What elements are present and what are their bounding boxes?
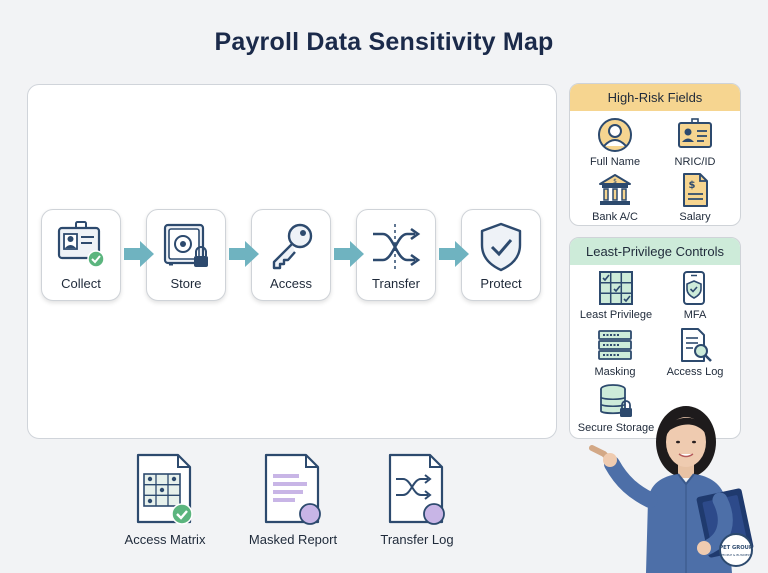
id-card-icon [678, 118, 712, 148]
step-label: Access [270, 276, 312, 291]
doc-access-matrix[interactable]: Access Matrix [100, 452, 230, 547]
step-label: Protect [480, 276, 522, 291]
field-salary[interactable]: $ Salary [660, 172, 730, 223]
step-access[interactable]: Access [251, 209, 331, 301]
safe-lock-icon [163, 223, 208, 267]
step-transfer[interactable]: Transfer [356, 209, 436, 301]
flow-arrow-icon [229, 241, 259, 267]
control-access-log[interactable]: Access Log [660, 327, 730, 378]
bank-icon: $ [599, 174, 631, 205]
control-least-privilege[interactable]: Least Privilege [576, 270, 656, 321]
log-search-icon [681, 328, 712, 362]
person-icon [598, 118, 632, 152]
control-masking[interactable]: Masking [580, 327, 650, 378]
id-badge-check-icon [57, 221, 105, 268]
controls-panel: Least-Privilege Controls Least Privilege… [569, 237, 741, 439]
badge-subtext: PEOPLE & BUSINESS [721, 553, 752, 557]
controls-title: Least-Privilege Controls [570, 238, 740, 265]
step-protect[interactable]: Protect [461, 209, 541, 301]
step-collect[interactable]: Collect [41, 209, 121, 301]
field-full-name[interactable]: Full Name [580, 117, 650, 168]
access-matrix-doc-icon [136, 453, 193, 525]
high-risk-title: High-Risk Fields [570, 84, 740, 111]
step-label: Transfer [372, 276, 420, 291]
field-nric-id[interactable]: NRIC/ID [660, 117, 730, 168]
key-icon [272, 223, 313, 270]
control-mfa[interactable]: MFA [660, 270, 730, 321]
badge-text: PET GROUP [719, 545, 753, 551]
salary-document-icon: $ [683, 173, 708, 207]
masked-report-doc-icon [264, 453, 321, 525]
field-bank-ac[interactable]: $ Bank A/C [580, 172, 650, 223]
step-label: Collect [61, 276, 101, 291]
shuffle-arrows-icon [373, 224, 421, 270]
presenter-illustration: PET GROUP PEOPLE & BUSINESS [589, 406, 754, 573]
step-label: Store [170, 276, 202, 291]
masking-bars-icon [598, 330, 632, 360]
database-lock-icon [600, 384, 632, 417]
flow-arrow-icon [439, 241, 469, 267]
phone-shield-icon [683, 271, 705, 305]
page-title: Payroll Data Sensitivity Map [214, 28, 554, 56]
doc-masked-report[interactable]: Masked Report [228, 452, 358, 547]
svg-text:$: $ [613, 178, 617, 185]
flow-arrow-icon [124, 241, 154, 267]
transfer-log-doc-icon [388, 453, 445, 525]
flow-arrow-icon [334, 241, 364, 267]
control-secure-storage[interactable]: Secure Storage [574, 383, 658, 434]
doc-transfer-log[interactable]: Transfer Log [352, 452, 482, 547]
high-risk-panel: High-Risk Fields Full Name NRIC/ID [569, 83, 741, 226]
access-grid-icon [599, 271, 633, 305]
svg-text:$: $ [689, 180, 696, 191]
step-store[interactable]: Store [146, 209, 226, 301]
shield-check-icon [480, 222, 522, 272]
